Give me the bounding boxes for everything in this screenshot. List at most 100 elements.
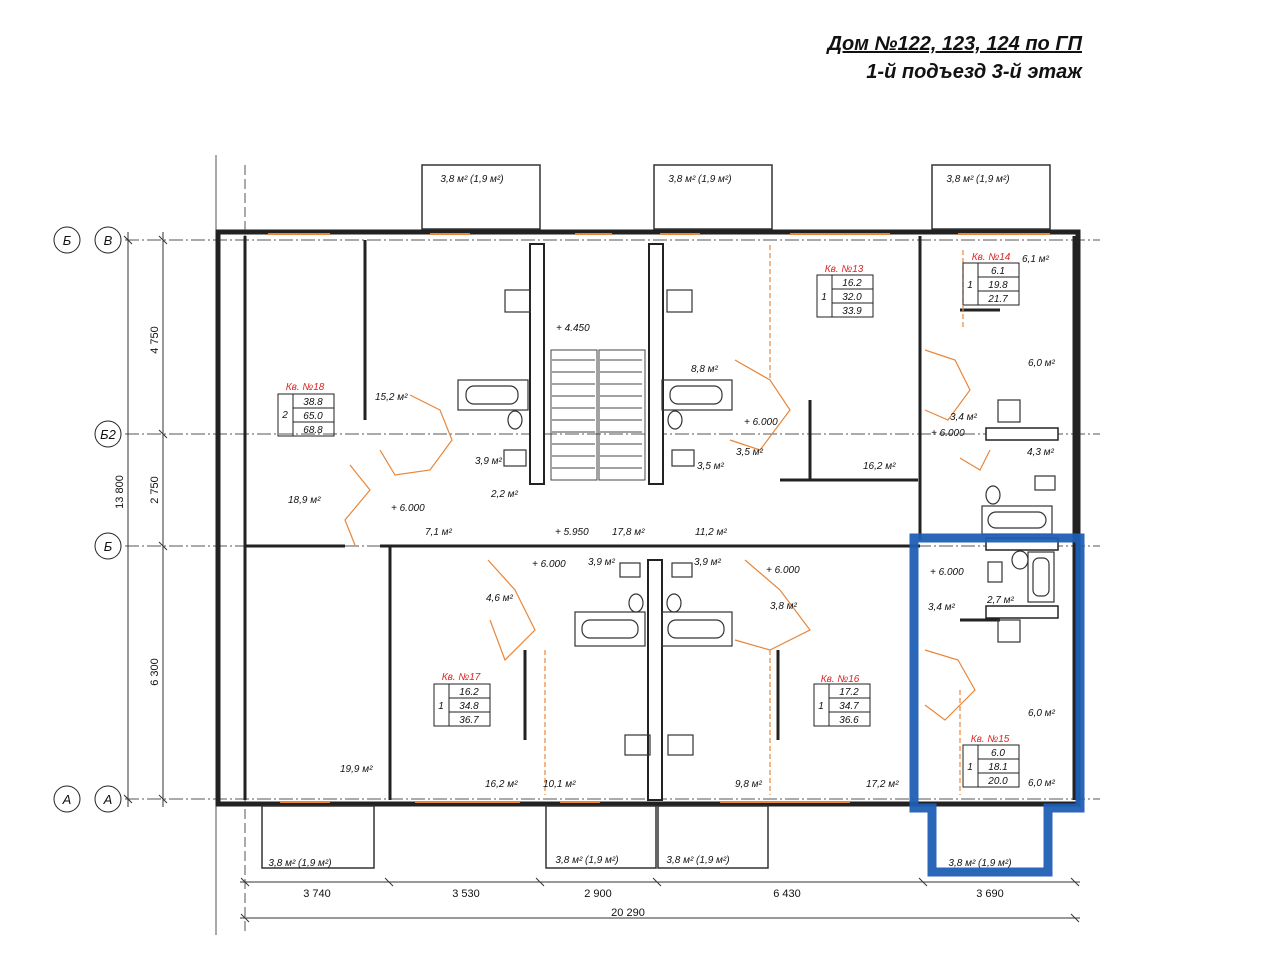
- balcony-bottom-2-area: 3,8 м² (1,9 м²): [555, 855, 618, 866]
- plan-subtitle: 1-й подъезд 3-й этаж: [866, 61, 1082, 83]
- dim-6430: 6 430: [773, 888, 801, 900]
- room-area: 19,9 м²: [340, 764, 373, 775]
- room-area: 16,2 м²: [863, 461, 896, 472]
- svg-text:32.0: 32.0: [842, 292, 862, 303]
- room-area: 16,2 м²: [485, 779, 518, 790]
- svg-text:6.0: 6.0: [991, 748, 1005, 759]
- room-area: 3,5 м²: [736, 447, 764, 458]
- room-area: 3,9 м²: [475, 456, 503, 467]
- apartment-name: Кв. №18: [286, 382, 325, 393]
- room-area: 6,1 м²: [1022, 254, 1050, 265]
- room-area: 3,9 м²: [694, 557, 722, 568]
- room-area: 2,2 м²: [490, 489, 519, 500]
- svg-text:1: 1: [438, 701, 444, 712]
- svg-text:18.1: 18.1: [988, 762, 1007, 773]
- room-area: 3,9 м²: [588, 557, 616, 568]
- axis-label-v: В: [104, 233, 113, 248]
- svg-text:1: 1: [818, 701, 824, 712]
- elevation-1: + 4.450: [556, 323, 590, 334]
- svg-text:1: 1: [967, 762, 973, 773]
- svg-text:36.7: 36.7: [459, 715, 479, 726]
- elevation-marks: + 4.450 + 6.000 + 6.000 + 6.000 + 5.950 …: [391, 323, 965, 578]
- svg-text:65.0: 65.0: [303, 411, 323, 422]
- dim-total: 20 290: [611, 907, 645, 919]
- axis-label-b-lower: Б: [104, 539, 113, 554]
- apartment-name: Кв. №13: [825, 264, 864, 275]
- room-area: 17,8 м²: [612, 527, 645, 538]
- dim-3690: 3 690: [976, 888, 1004, 900]
- svg-text:2: 2: [281, 410, 288, 421]
- svg-text:17.2: 17.2: [839, 687, 859, 698]
- balcony-bottom-1-area: 3,8 м² (1,9 м²): [268, 858, 331, 869]
- room-area: 18,9 м²: [288, 495, 321, 506]
- dim-3740: 3 740: [303, 888, 331, 900]
- svg-text:1: 1: [821, 292, 827, 303]
- svg-text:16.2: 16.2: [459, 687, 479, 698]
- room-area: 11,2 м²: [695, 527, 727, 538]
- apartment-name: Кв. №15: [971, 734, 1010, 745]
- axis-label-b2: Б2: [100, 427, 116, 442]
- svg-text:19.8: 19.8: [988, 280, 1008, 291]
- room-area: 3,5 м²: [697, 461, 725, 472]
- room-area: 17,2 м²: [866, 779, 899, 790]
- apartment-name: Кв. №16: [821, 674, 860, 685]
- dim-4750: 4 750: [149, 326, 161, 354]
- balcony-top-3-area: 3,8 м² (1,9 м²): [946, 174, 1009, 185]
- room-area: 4,6 м²: [486, 593, 514, 604]
- room-area: 6,0 м²: [1028, 358, 1056, 369]
- horizontal-dimensions: [240, 877, 1080, 923]
- svg-text:38.8: 38.8: [303, 397, 323, 408]
- room-area: 2,7 м²: [986, 595, 1015, 606]
- elevation-3: + 6.000: [744, 417, 778, 428]
- room-area: 3,4 м²: [928, 602, 956, 613]
- apartment-tables: Кв. №18 2 38.8 65.0 68.8 Кв. №17 1 16.2 …: [277, 252, 1020, 788]
- top-balconies: [421, 164, 1051, 230]
- axis-label-a-left: А: [62, 792, 72, 807]
- svg-text:21.7: 21.7: [987, 294, 1008, 305]
- room-area: 15,2 м²: [375, 392, 408, 403]
- svg-text:36.6: 36.6: [839, 715, 859, 726]
- room-area: 3,4 м²: [950, 412, 978, 423]
- plan-title: Дом №122, 123, 124 по ГП: [827, 33, 1082, 55]
- balcony-top-2-area: 3,8 м² (1,9 м²): [668, 174, 731, 185]
- stair-core: [529, 243, 664, 801]
- room-area: 3,8 м²: [770, 601, 798, 612]
- svg-text:6.1: 6.1: [991, 266, 1005, 277]
- room-area: 6,0 м²: [1028, 778, 1056, 789]
- room-areas: 15,2 м² 18,9 м² 2,2 м² 7,1 м² 3,9 м² 8,8…: [288, 254, 1056, 790]
- elevation-6: + 6.000: [532, 559, 566, 570]
- room-area: 6,0 м²: [1028, 708, 1056, 719]
- walls: [215, 229, 1081, 807]
- dim-2750: 2 750: [149, 476, 161, 504]
- vertical-dimensions: [123, 232, 168, 807]
- svg-text:20.0: 20.0: [987, 776, 1008, 787]
- elevation-4: + 6.000: [931, 428, 965, 439]
- svg-text:68.8: 68.8: [303, 425, 323, 436]
- bottom-balconies: [261, 805, 769, 869]
- doors: [344, 245, 991, 795]
- axis-label-b: Б: [63, 233, 72, 248]
- elevation-2: + 6.000: [391, 503, 425, 514]
- apartment-name: Кв. №14: [972, 252, 1011, 263]
- elevation-7: + 6.000: [766, 565, 800, 576]
- elevation-5: + 5.950: [555, 527, 589, 538]
- svg-text:33.9: 33.9: [842, 306, 862, 317]
- room-area: 8,8 м²: [691, 364, 719, 375]
- room-area: 10,1 м²: [543, 779, 576, 790]
- highlighted-apartment-outline: [909, 533, 1085, 877]
- svg-text:34.8: 34.8: [459, 701, 479, 712]
- svg-text:34.7: 34.7: [839, 701, 859, 712]
- room-area: 9,8 м²: [735, 779, 763, 790]
- axis-bubbles: Б В Б2 Б А А: [53, 226, 122, 813]
- balcony-bottom-4-area: 3,8 м² (1,9 м²): [948, 858, 1011, 869]
- dim-3530: 3 530: [452, 888, 480, 900]
- elevation-8: + 6.000: [930, 567, 964, 578]
- room-area: 4,3 м²: [1027, 447, 1055, 458]
- dim-13800: 13 800: [114, 475, 126, 509]
- windows: [268, 233, 1050, 803]
- balcony-top-1-area: 3,8 м² (1,9 м²): [440, 174, 503, 185]
- fixtures: [457, 289, 1056, 756]
- apartment-name: Кв. №17: [442, 672, 481, 683]
- svg-text:1: 1: [967, 280, 973, 291]
